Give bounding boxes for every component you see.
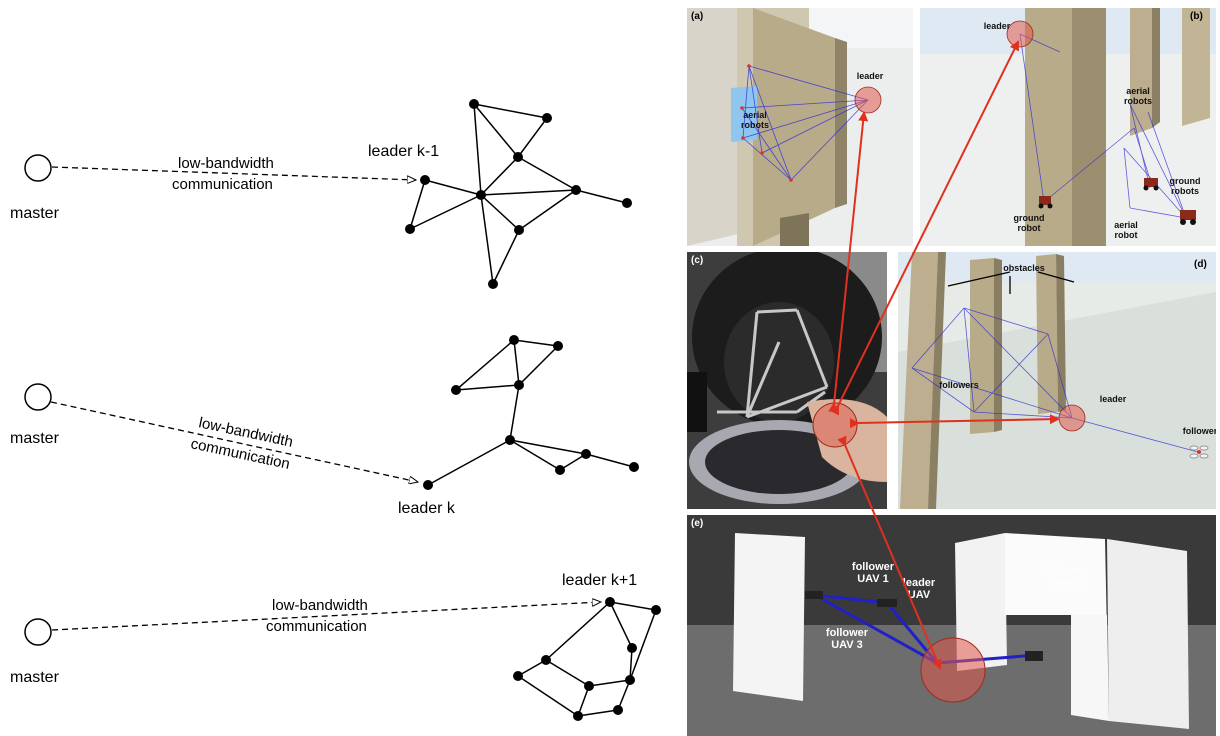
graph-1-nodes	[405, 99, 632, 289]
panel-a-scene	[687, 8, 913, 246]
ground-robot-icon	[1038, 196, 1053, 209]
hand-highlight-c	[812, 402, 858, 448]
panel-b-ground-robot-label: ground robot	[1013, 213, 1045, 233]
panel-d-obstacles-label: obstacles	[1003, 263, 1045, 273]
panel-b-tag: (b)	[1190, 11, 1203, 22]
comm-link-2	[50, 401, 418, 482]
panel-a-simulation: (a) aerial robots leader	[687, 8, 913, 246]
comm-label-1b: communication	[172, 176, 273, 193]
master-node-1	[24, 154, 52, 182]
leader-highlight-a	[854, 86, 882, 114]
leader-highlight-d	[1058, 404, 1086, 432]
ground-robot-icon	[1180, 210, 1196, 225]
master-node-2	[24, 383, 52, 411]
leader-label-3: leader k+1	[562, 572, 637, 589]
network-diagrams: master low-bandwidth communication leade…	[10, 99, 661, 721]
graph-2-nodes	[423, 335, 639, 490]
panel-c-scene	[687, 252, 887, 509]
ground-robot-icon	[1143, 178, 1159, 191]
panel-e-follower-uav1-label: follower UAV 1	[851, 561, 895, 585]
diagram-2: master low-bandwidth communication leade…	[10, 335, 639, 517]
panel-e-follower-uav3-label: follower UAV 3	[825, 627, 869, 651]
master-label-2: master	[10, 430, 60, 447]
panel-e-leader-uav-label: leader UAV	[902, 577, 936, 601]
panel-d-follower-label: follower	[1182, 426, 1216, 436]
comm-label-1a: low-bandwidth	[178, 155, 274, 172]
panel-c-haptic-device-photo: (c)	[687, 252, 887, 509]
panel-b-aerial-robots-label: aerial robots	[1124, 86, 1152, 106]
panel-e-scene	[687, 515, 1216, 736]
panel-b-simulation: (b) leader aerial robots ground robots g…	[920, 8, 1216, 246]
leader-uav-highlight-e	[920, 637, 986, 703]
master-node-3	[24, 618, 52, 646]
comm-label-3a: low-bandwidth	[272, 597, 368, 614]
comm-link-1	[51, 166, 416, 180]
panel-a-aerial-robots-label: aerial robots	[741, 110, 769, 130]
panel-b-ground-robots-label: ground robots	[1169, 176, 1201, 196]
panel-e-experiment-photo: (e) follower UAV 1 leader UAV follower U…	[687, 515, 1216, 736]
graph-3-nodes	[513, 597, 661, 721]
leader-label-2: leader k	[398, 500, 456, 517]
panel-a-leader-label: leader	[856, 71, 884, 81]
panel-c-tag: (c)	[691, 255, 704, 266]
leader-label-1: leader k-1	[368, 143, 439, 160]
graph-3	[517, 601, 657, 717]
follower-drone-icon	[1189, 445, 1209, 459]
panel-d-tag: (d)	[1194, 259, 1207, 270]
panel-e-tag: (e)	[691, 518, 704, 529]
master-label-1: master	[10, 205, 60, 222]
panel-b-leader-label: leader	[983, 21, 1011, 31]
panel-a-tag: (a)	[691, 11, 704, 22]
master-label-3: master	[10, 669, 60, 686]
diagram-3: master low-bandwidth communication leade…	[10, 572, 661, 721]
graph-2	[427, 339, 635, 486]
panel-b-scene	[920, 8, 1216, 246]
graph-1	[409, 103, 628, 285]
diagram-1: master low-bandwidth communication leade…	[10, 99, 632, 289]
panel-d-followers-label: followers	[939, 380, 979, 390]
panel-e-follower-uav2-label: follower UAV 2	[1045, 565, 1089, 589]
comm-link-3	[51, 602, 601, 631]
panel-b-aerial-robot-label: aerial robot	[1114, 220, 1138, 240]
panel-d-leader-label: leader	[1099, 394, 1127, 404]
panel-d-simulation: (d) obstacles followers leader follower	[898, 252, 1216, 509]
comm-label-3b: communication	[266, 618, 367, 635]
